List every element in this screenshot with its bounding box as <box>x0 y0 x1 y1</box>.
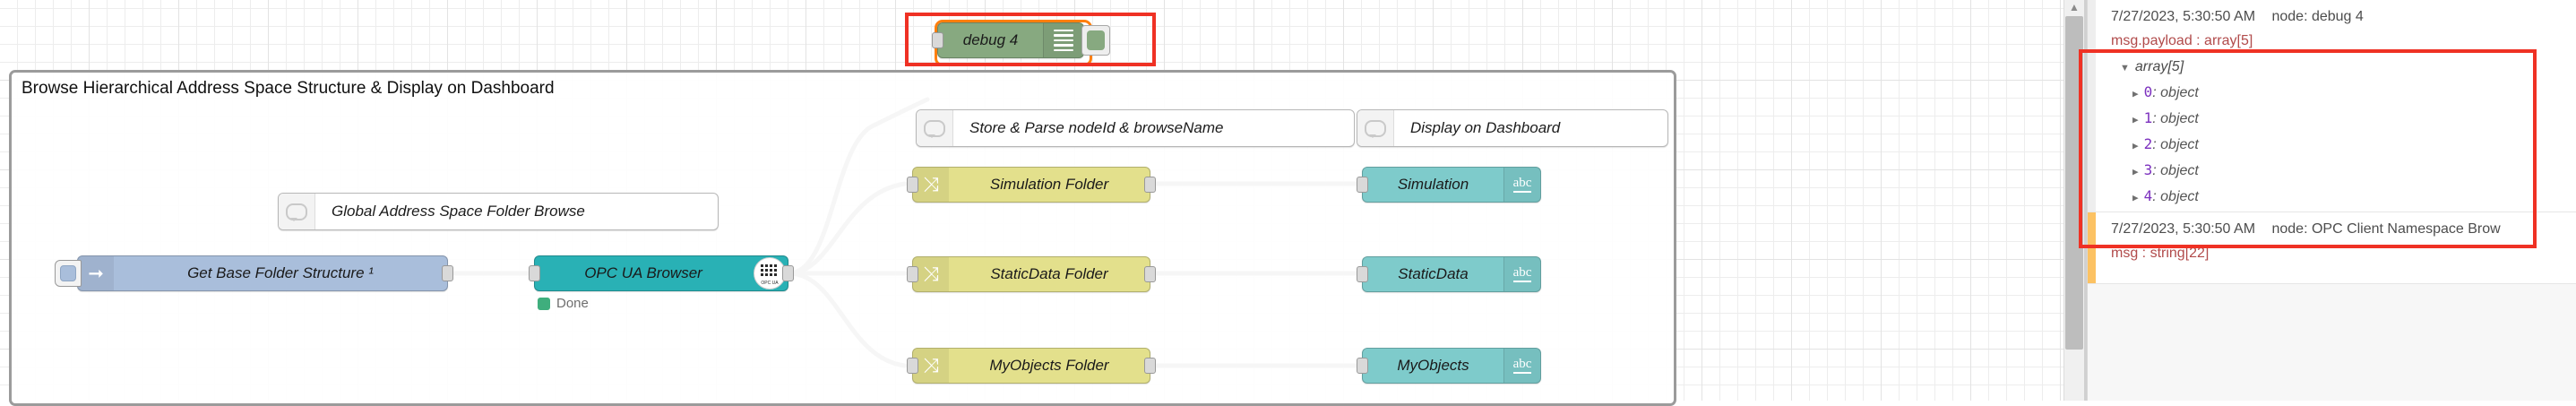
node-debug-4-input-port[interactable] <box>932 32 943 48</box>
node-debug-4[interactable]: debug 4 <box>932 22 1110 58</box>
node-debug-4-label: debug 4 <box>962 31 1019 48</box>
node-text-myobjects-label: MyObjects <box>1397 357 1469 374</box>
debug-message-1-topic: msg.payload : array[5] <box>2111 33 2253 48</box>
node-function-staticdata-folder-label: StaticData Folder <box>990 265 1108 282</box>
comment-store-parse[interactable]: Store & Parse nodeId & browseName <box>916 109 1355 147</box>
canvas-scrollbar-thumb[interactable] <box>2065 16 2083 350</box>
debug-array-item-index: 2 <box>2143 135 2153 152</box>
comment-global-browse[interactable]: Global Address Space Folder Browse <box>278 193 719 230</box>
abc-icon: abc <box>1503 257 1540 291</box>
comment-bubble-icon <box>1357 110 1394 146</box>
debug-array-item[interactable]: ▶1: object <box>2132 109 2199 126</box>
node-function-simulation-folder[interactable]: ⤨ Simulation Folder <box>907 167 1156 203</box>
node-function-myobjects-folder-output-port[interactable] <box>1144 358 1156 374</box>
function-shuffle-icon: ⤨ <box>913 168 949 202</box>
canvas-vertical-scrollbar[interactable]: ▲ <box>2063 0 2084 401</box>
node-inject-get-base-folder-structure[interactable]: ➞ Get Base Folder Structure ¹ <box>55 255 453 291</box>
debug-array-item[interactable]: ▶3: object <box>2132 161 2199 178</box>
debug-lines-icon <box>1043 23 1083 57</box>
debug-array-item-type: object <box>2160 189 2199 204</box>
scroll-up-arrow-icon[interactable]: ▲ <box>2069 1 2080 13</box>
debug-enable-toggle[interactable] <box>1081 25 1110 56</box>
debug-message-2-header: 7/27/2023, 5:30:50 AM node: OPC Client N… <box>2111 221 2565 238</box>
node-function-staticdata-folder[interactable]: ⤨ StaticData Folder <box>907 256 1156 292</box>
inject-trigger-button[interactable] <box>55 260 82 287</box>
debug-message-1-root-label: array[5] <box>2134 59 2184 74</box>
node-inject-label: Get Base Folder Structure ¹ <box>187 264 374 281</box>
node-function-myobjects-folder[interactable]: ⤨ MyObjects Folder <box>907 348 1156 384</box>
node-opc-ua-browser[interactable]: OPC UA Browser OPC UA <box>529 255 794 291</box>
debug-message-1-stripe <box>2088 0 2096 212</box>
debug-array-item[interactable]: ▶4: object <box>2132 187 2199 204</box>
caret-right-icon[interactable]: ▶ <box>2132 140 2139 151</box>
comment-display-dashboard-label: Display on Dashboard <box>1410 119 1561 136</box>
node-inject-output-port[interactable] <box>442 265 453 281</box>
inject-arrow-icon: ➞ <box>78 256 114 290</box>
node-opc-ua-browser-status: Done <box>538 296 589 311</box>
comment-store-parse-label: Store & Parse nodeId & browseName <box>969 119 1224 136</box>
node-text-simulation[interactable]: Simulation abc <box>1357 167 1541 203</box>
debug-message-2-stripe <box>2088 212 2096 283</box>
debug-message-1-root[interactable]: ▼ array[5] <box>2120 59 2565 75</box>
debug-array-item-index: 4 <box>2143 187 2153 204</box>
abc-icon: abc <box>1503 349 1540 383</box>
node-text-staticdata-input-port[interactable] <box>1357 266 1368 282</box>
debug-array-item-index: 0 <box>2143 83 2153 100</box>
caret-down-icon[interactable]: ▼ <box>2120 63 2130 73</box>
debug-message-2-node-ref: node: OPC Client Namespace Brow <box>2271 221 2501 237</box>
function-shuffle-icon: ⤨ <box>913 257 949 291</box>
debug-message-2-topic: msg : string[22] <box>2111 246 2210 261</box>
comment-display-dashboard[interactable]: Display on Dashboard <box>1357 109 1668 147</box>
node-function-staticdata-folder-output-port[interactable] <box>1144 266 1156 282</box>
comment-bubble-icon <box>917 110 953 146</box>
debug-array-item-type: object <box>2160 163 2199 178</box>
panel-divider[interactable] <box>2084 0 2088 401</box>
debug-message-1-timestamp: 7/27/2023, 5:30:50 AM <box>2111 9 2256 24</box>
debug-array-item-index: 3 <box>2143 161 2153 178</box>
abc-icon: abc <box>1503 168 1540 202</box>
debug-array-item-type: object <box>2160 137 2199 152</box>
node-opc-ua-browser-input-port[interactable] <box>529 265 540 281</box>
debug-array-item[interactable]: ▶0: object <box>2132 83 2199 100</box>
node-function-simulation-folder-output-port[interactable] <box>1144 177 1156 193</box>
debug-sidebar[interactable]: 7/27/2023, 5:30:50 AM node: debug 4 msg.… <box>2087 0 2576 401</box>
caret-right-icon[interactable]: ▶ <box>2132 114 2139 125</box>
node-text-myobjects-input-port[interactable] <box>1357 358 1368 374</box>
node-text-simulation-label: Simulation <box>1397 176 1469 193</box>
debug-message-1-node-ref: node: debug 4 <box>2271 9 2364 24</box>
caret-right-icon[interactable]: ▶ <box>2132 192 2139 203</box>
status-dot <box>538 297 550 310</box>
node-text-staticdata[interactable]: StaticData abc <box>1357 256 1541 292</box>
node-text-staticdata-label: StaticData <box>1398 265 1469 282</box>
debug-array-item-type: object <box>2160 111 2199 126</box>
debug-array-item[interactable]: ▶2: object <box>2132 135 2199 152</box>
caret-right-icon[interactable]: ▶ <box>2132 88 2139 99</box>
status-label: Done <box>556 296 589 311</box>
comment-global-browse-label: Global Address Space Folder Browse <box>332 203 585 220</box>
debug-array-item-type: object <box>2160 85 2199 100</box>
svg-text:OPC UA: OPC UA <box>761 281 779 286</box>
node-function-simulation-folder-label: Simulation Folder <box>989 176 1109 193</box>
node-text-myobjects[interactable]: MyObjects abc <box>1357 348 1541 384</box>
node-text-simulation-input-port[interactable] <box>1357 177 1368 193</box>
node-opc-ua-browser-label: OPC UA Browser <box>584 264 702 281</box>
caret-right-icon[interactable]: ▶ <box>2132 166 2139 177</box>
opc-ua-logo-icon: OPC UA <box>752 256 788 290</box>
comment-bubble-icon <box>279 194 315 229</box>
node-function-simulation-folder-input-port[interactable] <box>907 177 918 193</box>
function-shuffle-icon: ⤨ <box>913 349 949 383</box>
debug-message-1-header: 7/27/2023, 5:30:50 AM node: debug 4 <box>2111 9 2565 25</box>
debug-message-2-timestamp: 7/27/2023, 5:30:50 AM <box>2111 221 2256 237</box>
debug-message-1[interactable]: 7/27/2023, 5:30:50 AM node: debug 4 msg.… <box>2088 0 2576 212</box>
debug-message-2[interactable]: 7/27/2023, 5:30:50 AM node: OPC Client N… <box>2088 212 2576 284</box>
flow-canvas[interactable]: Browse Hierarchical Address Space Struct… <box>0 0 2063 406</box>
debug-array-item-index: 1 <box>2143 109 2153 126</box>
node-opc-ua-browser-output-port[interactable] <box>782 265 794 281</box>
flow-group-title: Browse Hierarchical Address Space Struct… <box>22 79 555 98</box>
node-function-myobjects-folder-input-port[interactable] <box>907 358 918 374</box>
node-function-staticdata-folder-input-port[interactable] <box>907 266 918 282</box>
node-function-myobjects-folder-label: MyObjects Folder <box>989 357 1109 374</box>
